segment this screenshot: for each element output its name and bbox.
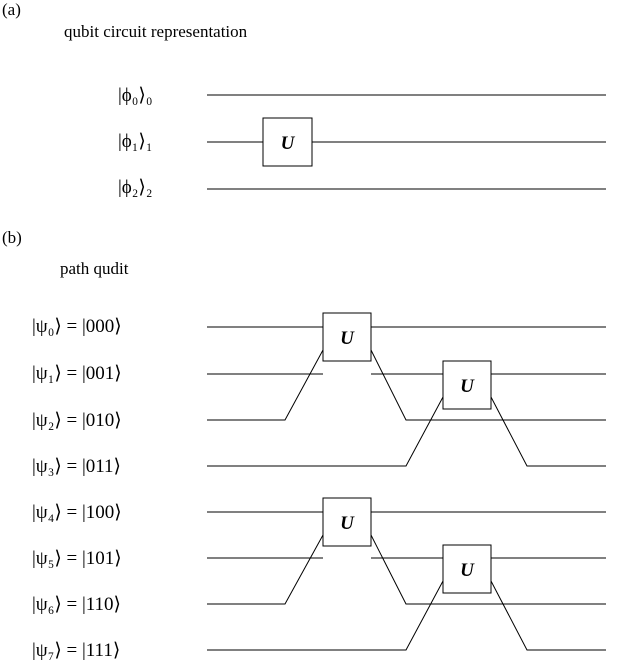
panel-b-gate-u-2 [442,360,492,410]
panel-b-wire-label-3: |ψ₃⟩ = |011⟩ [32,456,121,477]
panel-b-wire-6 [207,534,606,605]
panel-b-gate-u-2-label: U [460,376,475,397]
panel-b-gate-u-1 [322,312,372,362]
panel-b-gate-u-3-label: U [340,513,355,534]
panel-b-tag: (b) [2,228,22,247]
panel-b-gate-u-1-label: U [340,328,355,349]
panel-b-wire-3 [207,396,606,467]
panel-b-title: path qudit [60,259,129,278]
panel-a-wire-label-0: |ϕ₀⟩₀ [118,85,153,106]
panel-a-tag: (a) [2,0,21,19]
panel-a-wire-label-2: |ϕ₂⟩₂ [118,177,153,198]
panel-a-title: qubit circuit representation [64,22,248,41]
panel-b-wire-label-6: |ψ₆⟩ = |110⟩ [32,594,121,615]
panel-b-gate-u-4-label: U [460,560,475,581]
panel-a-wire-label-1: |ϕ₁⟩₁ [118,131,153,152]
panel-a-gate-u-label: U [281,133,296,154]
panel-b-wire-label-4: |ψ₄⟩ = |100⟩ [32,502,122,523]
panel-a-gate-u [262,117,313,167]
panel-b-wire-label-2: |ψ₂⟩ = |010⟩ [32,410,122,431]
panel-b-wire-7 [207,580,606,651]
panel-b-wire-label-0: |ψ₀⟩ = |000⟩ [32,316,122,337]
panel-b-gate-u-4 [442,544,492,594]
panel-b-wire-label-7: |ψ₇⟩ = |111⟩ [32,640,121,661]
panel-b-wire-2 [207,349,606,421]
panel-b-wire-label-5: |ψ₅⟩ = |101⟩ [32,548,122,569]
panel-b-gate-u-3 [322,497,372,547]
panel-b-wire-label-1: |ψ₁⟩ = |001⟩ [32,363,122,384]
